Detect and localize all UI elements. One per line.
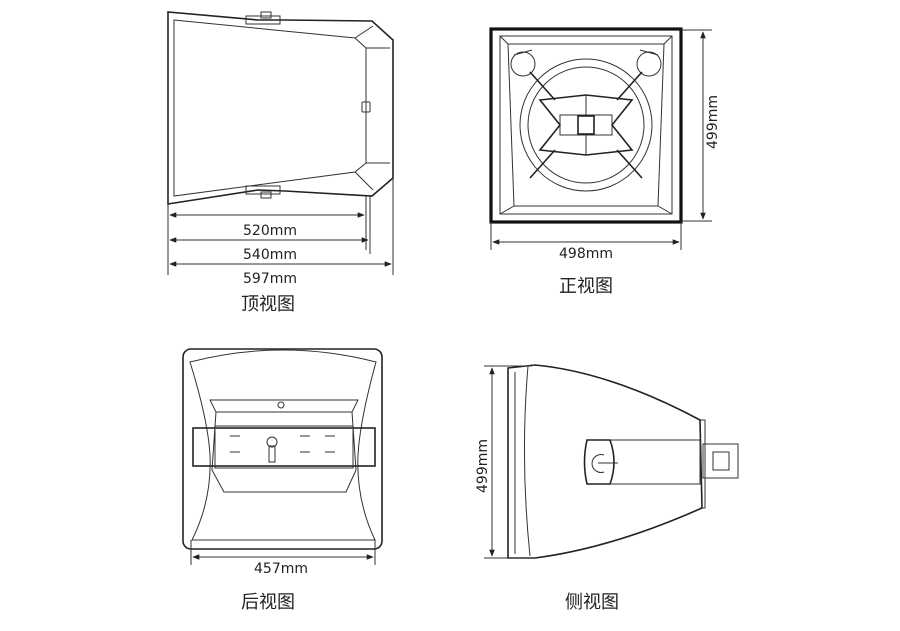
top-dim-520: 520mm (243, 223, 297, 239)
back-view-dimension-lines (190, 540, 376, 565)
front-view: 499mm 498mm 正视图 (489, 27, 721, 297)
top-dim-597: 597mm (243, 271, 297, 287)
top-view: 520mm 540mm 597mm 顶视图 (167, 11, 394, 315)
front-view-dimension-lines (490, 29, 712, 250)
front-dim-width: 498mm (559, 246, 613, 262)
side-view-dimension-lines (484, 365, 532, 559)
front-view-caption: 正视图 (559, 276, 613, 297)
side-view-outline (507, 364, 739, 559)
back-dim-width: 457mm (254, 561, 308, 577)
side-dim-height: 499mm (475, 439, 491, 493)
front-view-outline (489, 27, 683, 224)
top-view-caption: 顶视图 (241, 294, 295, 315)
side-view: 499mm 侧视图 (475, 364, 739, 613)
back-view-caption: 后视图 (241, 592, 295, 613)
side-view-caption: 侧视图 (565, 592, 619, 613)
top-view-outline (167, 11, 394, 275)
top-view-dimension-lines (169, 212, 392, 267)
back-view-outline (182, 348, 383, 550)
top-dim-540: 540mm (243, 247, 297, 263)
back-view: 457mm 后视图 (182, 348, 383, 613)
front-dim-height: 499mm (705, 95, 721, 149)
